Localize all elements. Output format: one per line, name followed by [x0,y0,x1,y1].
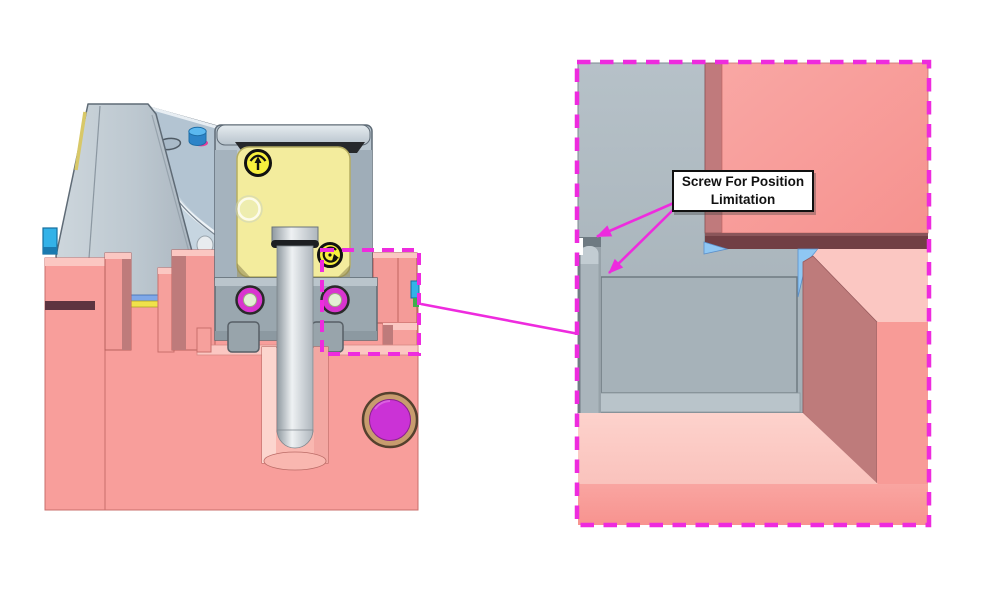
support-post-left [104,252,132,351]
detail-inner-panel [600,276,798,394]
zoom-region-outline [320,248,421,356]
callout-arrows [596,200,677,274]
ejector-pin [271,226,319,449]
callout-label: Screw For Position Limitation [672,170,814,212]
shoulder-screw-right [320,285,350,315]
guide-boss-left [227,321,260,353]
blue-plug [188,126,208,147]
cyan-latch-block [42,227,58,255]
callout-label-line1: Screw For Position [681,174,805,190]
detail-floor [578,413,928,525]
shoulder-screw-left [235,285,265,315]
detail-gray-block [576,62,804,414]
blue-wedge-upper [703,241,729,255]
ghost-circle [235,195,263,223]
slot-opening [45,301,95,310]
angle-pin-hole [361,391,419,449]
detail-top-pink-block [704,62,929,249]
maroon-underside [705,233,928,249]
detail-border-outline [574,59,932,528]
cad-cross-section-view [42,103,794,511]
support-post-right [372,252,418,348]
yellow-insert [235,146,351,278]
yellow-edge-sliver [74,111,87,171]
circled-up-arrow-icon [244,149,272,177]
screw-channel [576,237,601,413]
zoom-detail-view [574,59,932,528]
callout-label-line2: Limitation [710,192,776,207]
side-lock-mark [410,280,420,307]
